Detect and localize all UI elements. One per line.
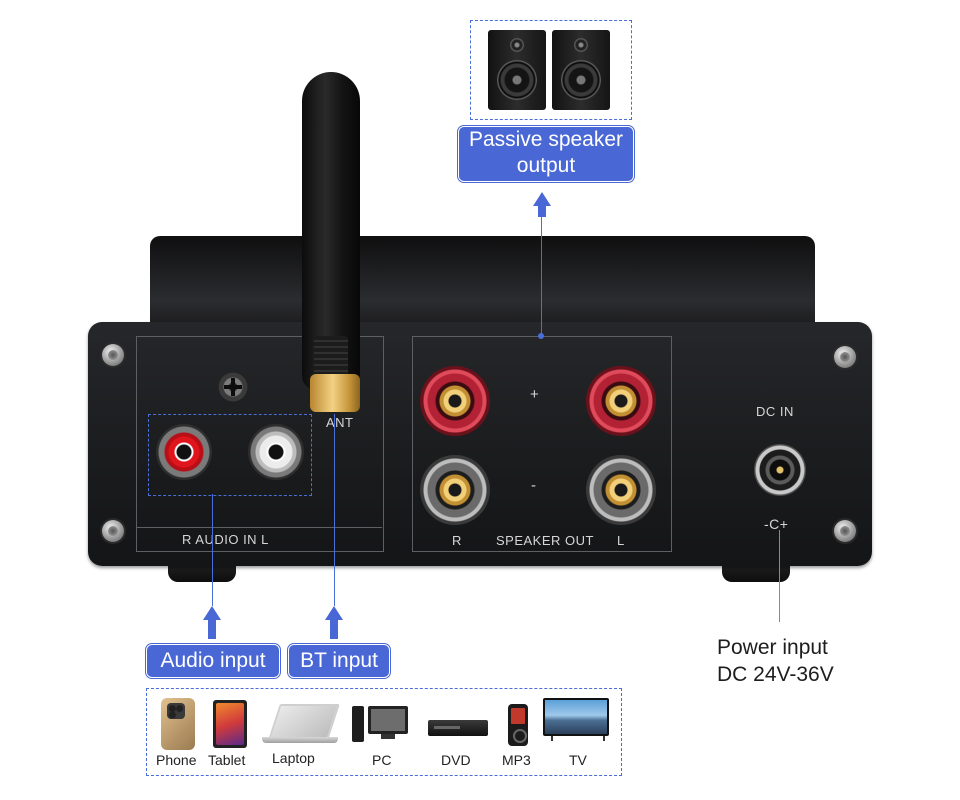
laptop-base bbox=[262, 737, 338, 743]
tablet-icon bbox=[213, 700, 247, 748]
speaker-icon bbox=[552, 30, 610, 110]
arrow-stem bbox=[208, 619, 216, 639]
tv-stand bbox=[551, 736, 605, 741]
binding-post-r-minus[interactable] bbox=[420, 455, 490, 525]
speaker-icon bbox=[488, 30, 546, 110]
power-voltage-label: DC 24V-36V bbox=[717, 663, 834, 686]
speaker-l-label: L bbox=[617, 533, 625, 548]
pc-monitor bbox=[368, 706, 408, 734]
audio-input-highlight bbox=[148, 414, 312, 496]
dc-power-jack[interactable] bbox=[754, 444, 806, 496]
plus-label: + bbox=[530, 386, 540, 403]
ant-label: ANT bbox=[326, 415, 354, 430]
audio-pointer-line bbox=[212, 494, 213, 606]
dvd-icon bbox=[428, 720, 488, 736]
passive-speaker-line2: output bbox=[516, 154, 576, 177]
speaker-pointer-line bbox=[541, 217, 542, 335]
polarity-icon: -C+ bbox=[764, 516, 789, 532]
device-label-dvd: DVD bbox=[441, 752, 471, 768]
bt-pointer-line bbox=[334, 414, 335, 606]
arrow-up-icon bbox=[533, 192, 551, 206]
antenna-connector[interactable] bbox=[310, 374, 360, 412]
pc-stand bbox=[381, 734, 395, 739]
rca-jack-left-white[interactable] bbox=[248, 424, 304, 480]
audio-in-label: R AUDIO IN L bbox=[182, 532, 269, 547]
device-label-mp3: MP3 bbox=[502, 752, 531, 768]
phone-icon bbox=[161, 698, 195, 750]
panel-screw-bottom-right bbox=[834, 520, 856, 542]
speaker-pointer-dot bbox=[538, 333, 544, 339]
binding-post-l-plus[interactable] bbox=[586, 366, 656, 436]
amplifier-rear-panel bbox=[88, 322, 872, 566]
panel-screw-top-right bbox=[834, 346, 856, 368]
minus-label: - bbox=[531, 477, 537, 494]
device-label-laptop: Laptop bbox=[272, 750, 315, 766]
device-label-tv: TV bbox=[569, 752, 587, 768]
arrow-stem bbox=[538, 205, 546, 217]
device-label-tablet: Tablet bbox=[208, 752, 246, 768]
power-input-label: Power input bbox=[717, 636, 828, 659]
amplifier-top-cover bbox=[150, 236, 815, 328]
binding-post-r-plus[interactable] bbox=[420, 366, 490, 436]
panel-screw-bottom-left bbox=[102, 520, 124, 542]
arrow-up-icon bbox=[203, 606, 221, 620]
mp3-icon bbox=[508, 704, 528, 746]
audio-in-section bbox=[136, 336, 384, 552]
panel-screw-top-left bbox=[102, 344, 124, 366]
device-label-phone: Phone bbox=[156, 752, 197, 768]
bt-input-callout: BT input bbox=[288, 644, 390, 678]
audio-input-callout: Audio input bbox=[146, 644, 280, 678]
speaker-out-label: SPEAKER OUT bbox=[496, 533, 594, 548]
arrow-up-icon bbox=[325, 606, 343, 620]
device-label-pc: PC bbox=[372, 752, 392, 768]
power-pointer-line bbox=[779, 530, 780, 622]
laptop-icon bbox=[268, 704, 340, 740]
passive-speaker-callout: Passive speaker output bbox=[458, 126, 634, 182]
rca-jack-right-red[interactable] bbox=[156, 424, 212, 480]
cross-screw-icon bbox=[218, 372, 248, 402]
pc-icon bbox=[352, 706, 364, 742]
dc-in-label: DC IN bbox=[756, 404, 794, 419]
devices-strip bbox=[146, 688, 622, 776]
audio-in-divider bbox=[137, 527, 382, 528]
passive-speaker-line1: Passive speaker bbox=[468, 128, 624, 151]
binding-post-l-minus[interactable] bbox=[586, 455, 656, 525]
tv-icon bbox=[543, 698, 609, 736]
antenna-joint bbox=[314, 336, 348, 378]
speaker-r-label: R bbox=[452, 533, 462, 548]
speaker-image-box bbox=[470, 20, 632, 120]
arrow-stem bbox=[330, 619, 338, 639]
